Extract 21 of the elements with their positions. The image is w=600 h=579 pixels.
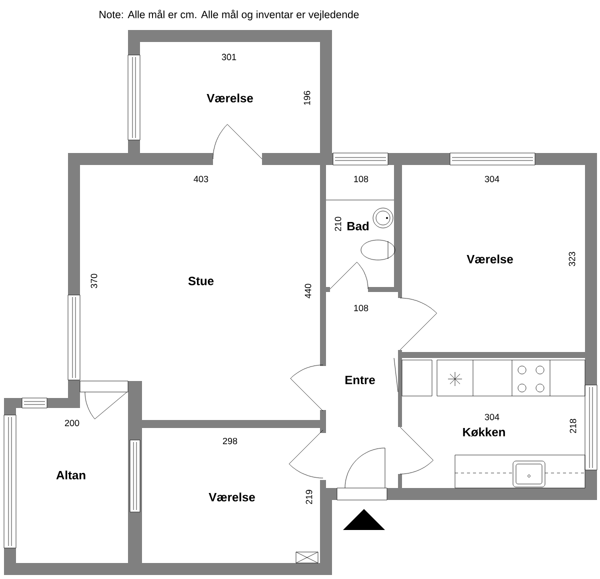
node-label: Entre <box>345 376 375 384</box>
dimension-label: 218 <box>570 418 576 434</box>
dimension-label: 108 <box>354 304 368 312</box>
dimension-label: 196 <box>304 90 310 105</box>
dimension-label: 301 <box>222 54 236 60</box>
dimension-label: 304 <box>484 414 500 420</box>
dimension-label: 210 <box>334 216 342 232</box>
dimension-label: 304 <box>484 176 500 182</box>
dimension-label: 298 <box>222 438 238 444</box>
dimension-label: 108 <box>354 176 368 182</box>
node-label: Altan <box>56 470 86 480</box>
node-label: Værelse <box>206 94 253 102</box>
dimension-label: 200 <box>64 420 80 426</box>
dimension-label: 403 <box>194 176 208 182</box>
dimension-label: 219 <box>306 490 312 504</box>
dimension-label: 323 <box>568 252 576 266</box>
node-label: Bad <box>347 222 369 230</box>
dimension-label: 440 <box>304 284 312 298</box>
node-label: Køkken <box>463 428 505 437</box>
note-text: Note: Alle mål er cm. Alle mål og inventar er vejledende <box>100 10 359 20</box>
dimension-label: 370 <box>90 274 98 288</box>
